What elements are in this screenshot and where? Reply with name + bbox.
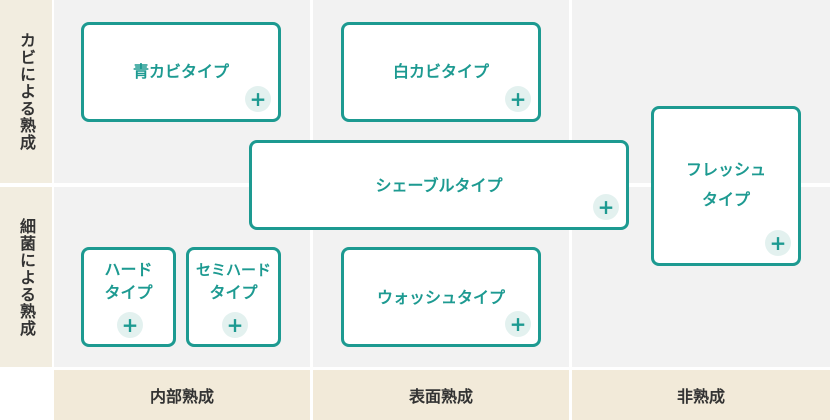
column-header-none: 非熟成: [572, 370, 830, 420]
fresh-card-label-line1: フレッシュ: [685, 160, 766, 179]
plus-icon[interactable]: +: [505, 86, 531, 112]
column-header-internal: 内部熟成: [54, 370, 310, 420]
column-header-surface-label: 表面熟成: [408, 387, 473, 406]
blue-mold-card-label: 青カビタイプ: [132, 62, 229, 81]
fresh-card[interactable]: フレッシュ タイプ +: [651, 106, 801, 266]
hard-card-label-line2: タイプ: [104, 283, 153, 302]
plus-icon[interactable]: +: [245, 86, 271, 112]
semi-hard-card-label-line2: タイプ: [209, 283, 258, 302]
column-header-none-label: 非熟成: [676, 387, 725, 406]
semi-hard-card[interactable]: セミハード タイプ +: [186, 247, 281, 347]
blue-mold-card[interactable]: 青カビタイプ +: [81, 22, 281, 122]
white-mold-card[interactable]: 白カビタイプ +: [341, 22, 541, 122]
wash-card[interactable]: ウォッシュタイプ +: [341, 247, 541, 347]
row-header-mold: カビによる熟成: [0, 0, 52, 183]
fresh-card-label-line2: タイプ: [701, 190, 750, 209]
chevre-card-label: シェーブルタイプ: [375, 176, 503, 195]
row-header-bacteria-label: 細菌による熟成: [17, 217, 36, 337]
hard-card[interactable]: ハード タイプ +: [81, 247, 176, 347]
column-header-surface: 表面熟成: [313, 370, 569, 420]
plus-icon[interactable]: +: [593, 194, 619, 220]
hard-card-label-line1: ハード: [104, 260, 153, 279]
plus-icon[interactable]: +: [117, 312, 143, 338]
plus-icon[interactable]: +: [222, 312, 248, 338]
row-header-bacteria: 細菌による熟成: [0, 187, 52, 367]
chevre-card[interactable]: シェーブルタイプ +: [249, 140, 629, 230]
white-mold-card-label: 白カビタイプ: [392, 62, 489, 81]
row-header-mold-label: カビによる熟成: [17, 32, 36, 151]
plus-icon[interactable]: +: [765, 230, 791, 256]
column-header-internal-label: 内部熟成: [149, 387, 214, 406]
plus-icon[interactable]: +: [505, 311, 531, 337]
wash-card-label: ウォッシュタイプ: [376, 288, 505, 307]
semi-hard-card-label-line1: セミハード: [195, 261, 271, 279]
